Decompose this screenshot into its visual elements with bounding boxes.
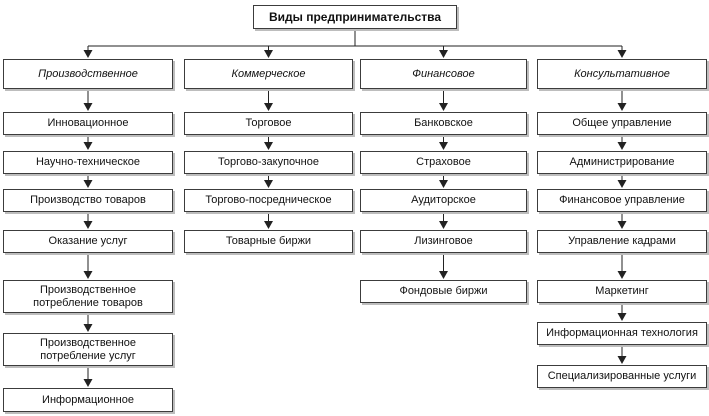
node-banking: Банковское <box>360 112 527 135</box>
node-trade-procurement: Торгово-закупочное <box>184 151 353 174</box>
header-consulting: Консультативное <box>537 59 707 89</box>
node-informational: Информационное <box>3 388 173 412</box>
node-specialized-services: Специализированные услуги <box>537 365 707 388</box>
header-production: Производственное <box>3 59 173 89</box>
node-scientific-technical: Научно-техническое <box>3 151 173 174</box>
node-industrial-consumption-services: Производственное потребление услуг <box>3 333 173 366</box>
node-insurance: Страховое <box>360 151 527 174</box>
node-commodity-exchanges: Товарные биржи <box>184 230 353 253</box>
node-stock-exchanges: Фондовые биржи <box>360 280 527 303</box>
node-services-provision: Оказание услуг <box>3 230 173 253</box>
node-information-technology: Информационная технология <box>537 322 707 345</box>
node-auditing: Аудиторское <box>360 189 527 212</box>
node-financial-management: Финансовое управление <box>537 189 707 212</box>
node-innovative: Инновационное <box>3 112 173 135</box>
node-administration: Администрирование <box>537 151 707 174</box>
diagram-title: Виды предпринимательства <box>253 5 457 29</box>
node-leasing: Лизинговое <box>360 230 527 253</box>
node-goods-production: Производство товаров <box>3 189 173 212</box>
node-hr-management: Управление кадрами <box>537 230 707 253</box>
node-industrial-consumption-goods: Производственное потребление товаров <box>3 280 173 313</box>
node-trade: Торговое <box>184 112 353 135</box>
node-marketing: Маркетинг <box>537 280 707 303</box>
node-trade-intermediary: Торгово-посредническое <box>184 189 353 212</box>
node-general-management: Общее управление <box>537 112 707 135</box>
header-financial: Финансовое <box>360 59 527 89</box>
header-commercial: Коммерческое <box>184 59 353 89</box>
